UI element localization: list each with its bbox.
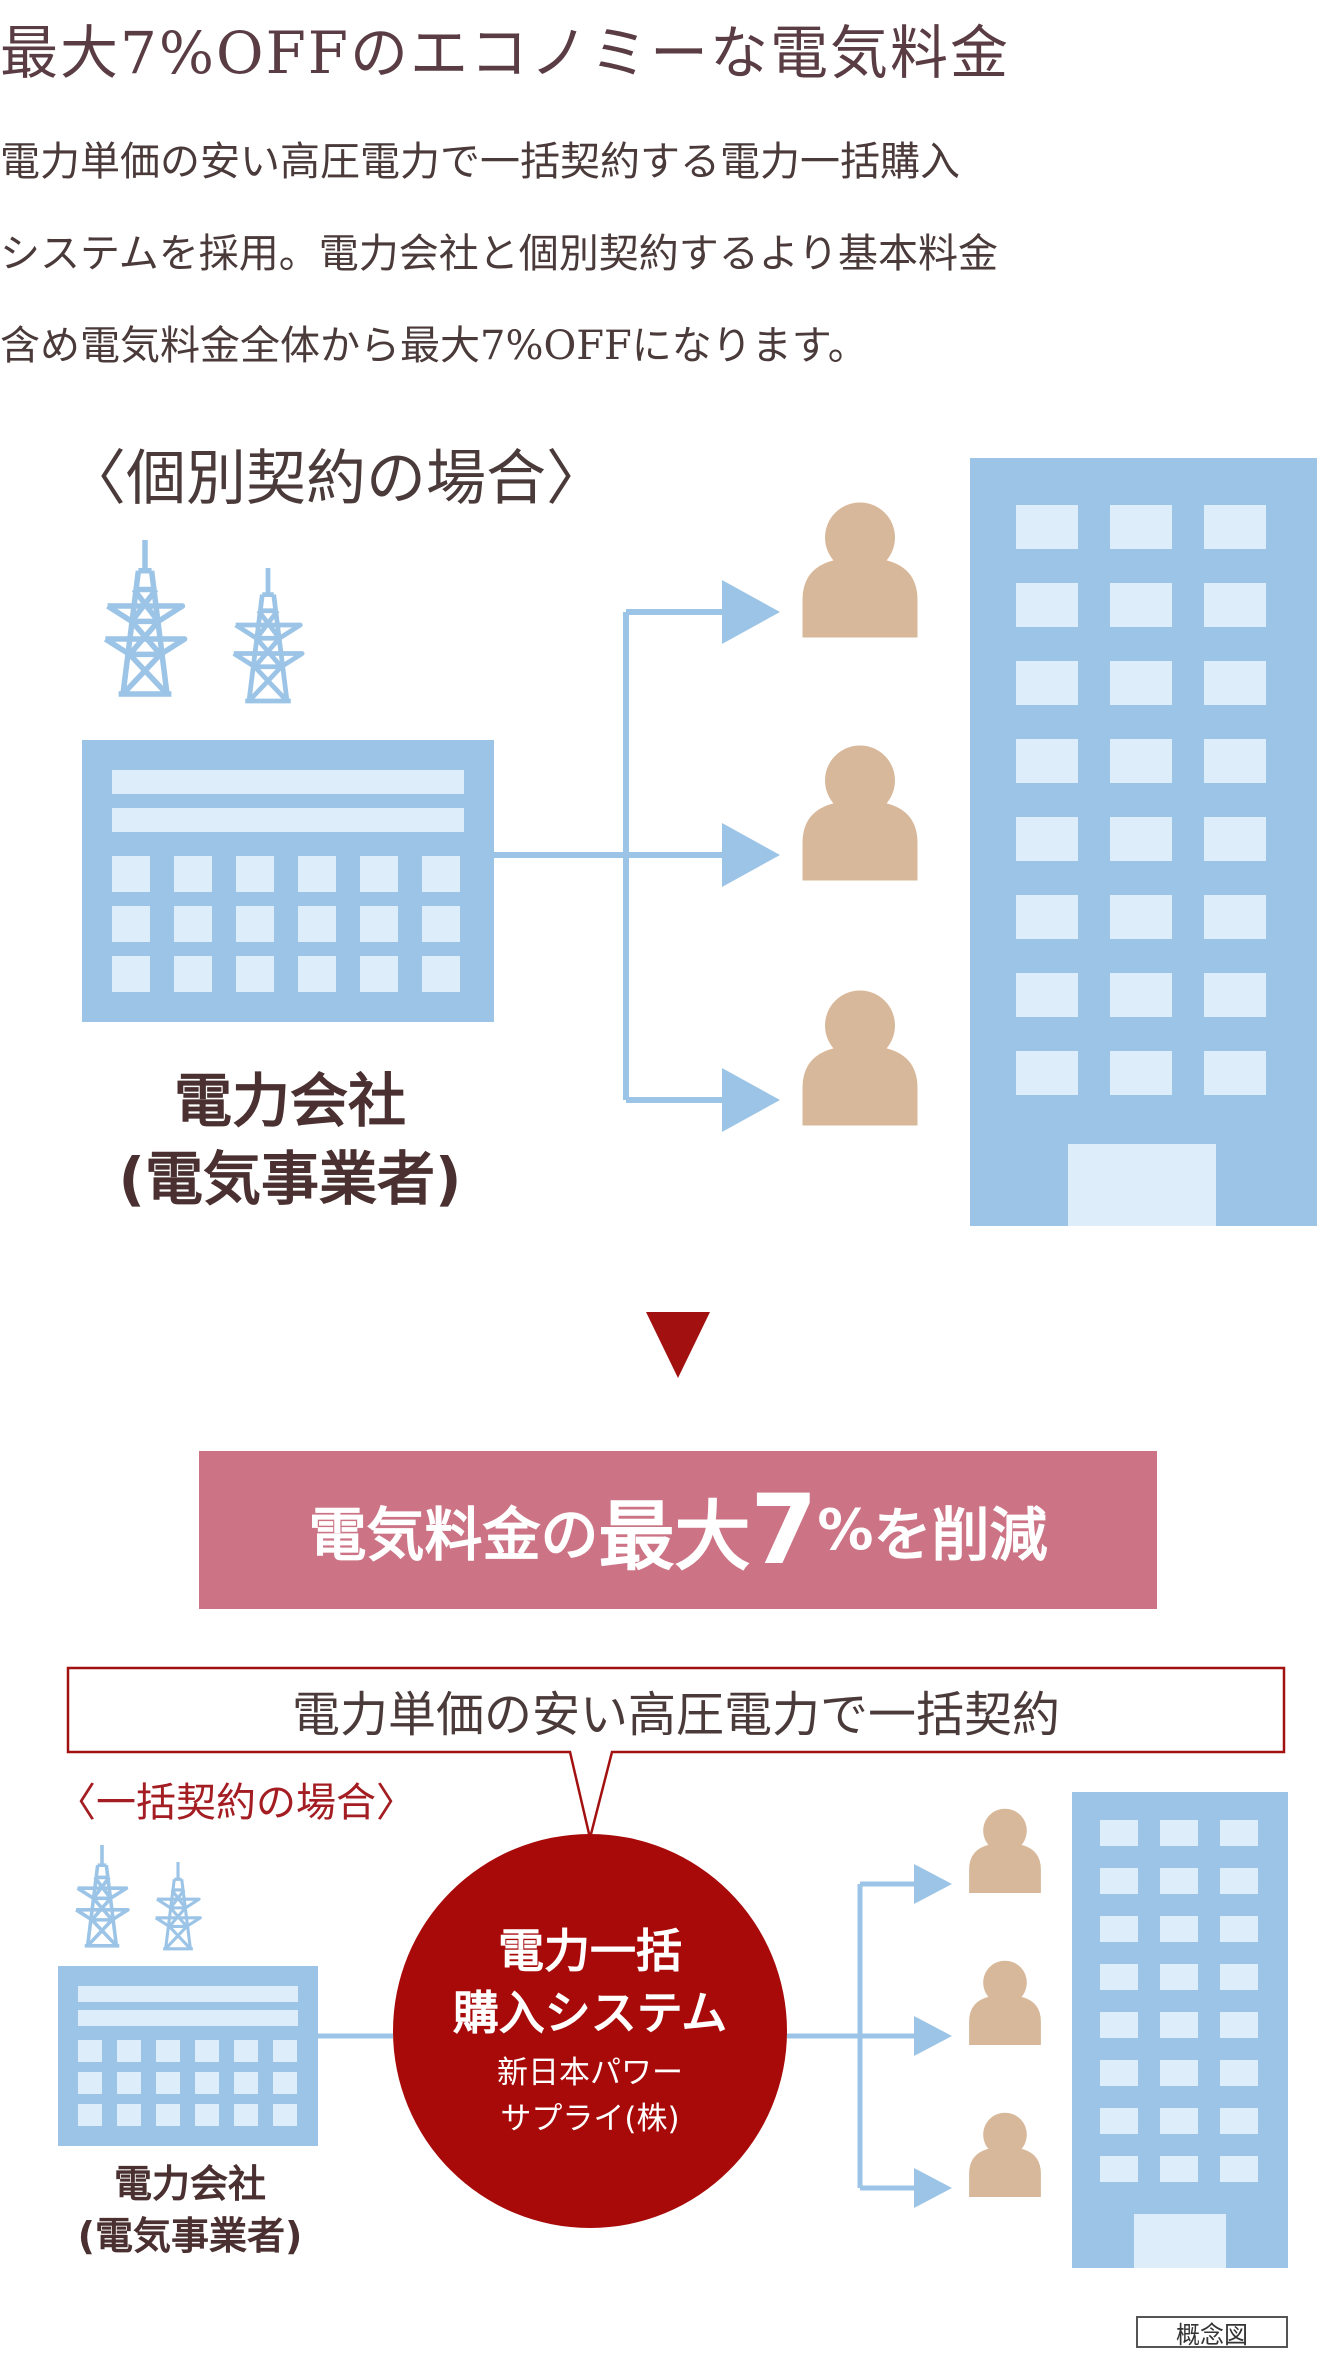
- circle-line-3: 新日本パワー: [497, 2055, 683, 2091]
- callout-text: 電力単価の安い高圧電力で一括契約: [291, 1687, 1060, 1743]
- circle-line-2: 購入システム: [452, 1986, 728, 2040]
- bulk-purchase-circle-text: 電力一括 購入システム 新日本パワー サプライ(株): [393, 1834, 787, 2228]
- intro-line-2: システムを採用。電力会社と個別契約するより基本料金: [0, 231, 998, 277]
- company-name: 電力会社: [173, 1067, 406, 1135]
- down-arrow-icon: [646, 1312, 710, 1378]
- company-subtitle: (電気事業者): [118, 1145, 462, 1213]
- arrow-heads-lower: [914, 1864, 952, 2208]
- person-icons-upper: [802, 502, 918, 1126]
- power-company-label-small: 電力会社 (電気事業者): [40, 2158, 340, 2262]
- callout-bubble: [66, 1666, 1286, 1839]
- individual-contract-label: 〈個別契約の場合〉: [66, 444, 606, 514]
- concept-note-badge: 概念図: [1136, 2316, 1288, 2349]
- company-name-small: 電力会社: [113, 2162, 266, 2206]
- banner-max: 最大: [598, 1492, 751, 1581]
- banner-post: を削減: [873, 1501, 1048, 1569]
- arrow-heads-upper: [722, 580, 780, 1132]
- company-subtitle-small: (電気事業者): [77, 2214, 303, 2258]
- banner-pre: 電気料金の: [308, 1501, 599, 1569]
- distribution-arrows-lower: [318, 1881, 920, 2191]
- circle-line-4: サプライ(株): [500, 2101, 680, 2137]
- power-company-label-large: 電力会社 (電気事業者): [70, 1062, 510, 1218]
- intro-line-1: 電力単価の安い高圧電力で一括契約する電力一括購入: [0, 139, 960, 185]
- distribution-arrows-upper: [494, 609, 730, 1103]
- power-company-building-large: [82, 540, 494, 1022]
- banner-number: 7: [750, 1474, 818, 1586]
- savings-banner: 電気料金の 最大 7 % を削減: [199, 1451, 1157, 1609]
- bulk-purchase-circle: [393, 1834, 787, 2228]
- apartment-building-large: [970, 458, 1317, 1226]
- circle-line-1: 電力一括: [498, 1924, 682, 1978]
- banner-percent: %: [817, 1497, 874, 1563]
- bulk-contract-label: 〈一括契約の場合〉: [56, 1780, 416, 1826]
- person-icons-lower: [969, 1808, 1041, 2197]
- page-title: 最大7%OFFのエコノミーな電気料金: [0, 19, 1011, 87]
- intro-text: 電力単価の安い高圧電力で一括契約する電力一括購入 システムを採用。電力会社と個別…: [0, 116, 1300, 392]
- intro-line-3: 含め電気料金全体から最大7%OFFになります。: [0, 323, 868, 369]
- apartment-building-small: [1072, 1792, 1288, 2268]
- power-company-building-small: [58, 1843, 318, 2146]
